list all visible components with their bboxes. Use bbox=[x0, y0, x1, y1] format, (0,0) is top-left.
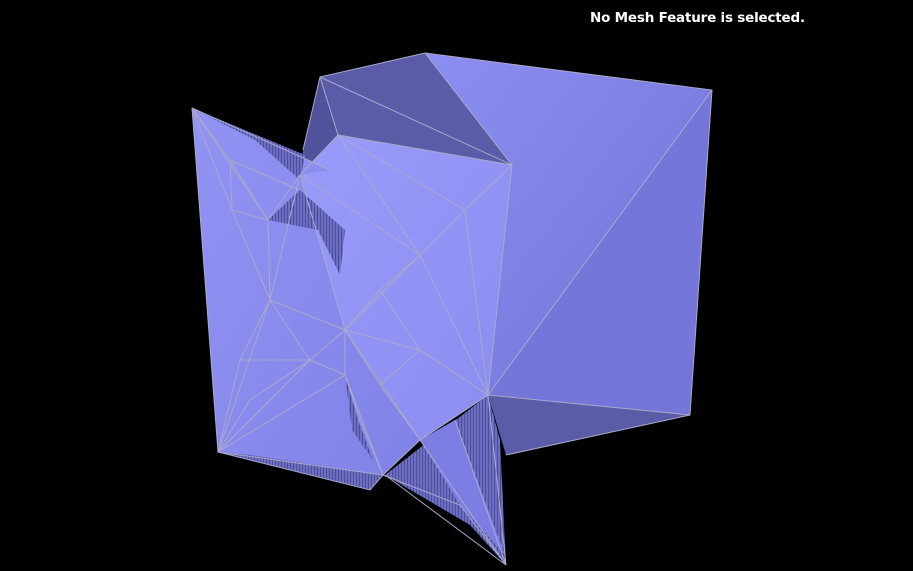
mesh-edges bbox=[191, 52, 713, 566]
shadow-hatching bbox=[192, 108, 506, 565]
selection-status-text: No Mesh Feature is selected. bbox=[590, 10, 805, 26]
front-mesh bbox=[192, 108, 512, 490]
